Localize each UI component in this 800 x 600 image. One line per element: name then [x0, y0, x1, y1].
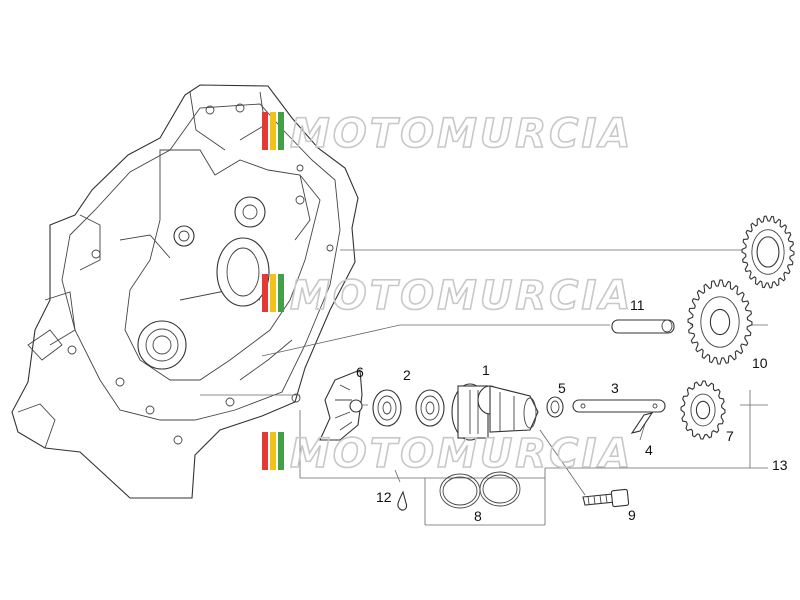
- callout-4: 4: [645, 442, 653, 458]
- dowel: [611, 319, 675, 334]
- callout-labels: 1 2 3 4 5 6 7 8 9 10 11 12 13: [356, 297, 788, 524]
- bolt: [582, 488, 630, 508]
- pump-body: [451, 383, 539, 441]
- splined-gear-top: [741, 215, 795, 289]
- watermark-logo-stripes: [262, 274, 284, 312]
- pump-shaft: [572, 399, 666, 413]
- washer: [546, 396, 564, 418]
- bearing-pair: [372, 389, 445, 427]
- callout-10: 10: [752, 355, 768, 371]
- watermark-1: MOTOMURCIA: [262, 110, 633, 158]
- gear-7: [680, 380, 726, 440]
- callout-3: 3: [611, 380, 619, 396]
- watermark-logo-stripes: [262, 112, 284, 150]
- watermark-text: MOTOMURCIA: [290, 111, 633, 157]
- leader-lines: [200, 249, 768, 526]
- pin: [630, 412, 654, 434]
- callout-8: 8: [474, 508, 482, 524]
- watermark-2: MOTOMURCIA: [262, 272, 633, 320]
- callout-9: 9: [628, 507, 636, 523]
- watermark-text: MOTOMURCIA: [290, 431, 633, 477]
- callout-2: 2: [403, 367, 411, 383]
- callout-11: 11: [630, 297, 645, 313]
- splined-gear-top-hub: [756, 236, 780, 268]
- gear-7-rim: [690, 393, 716, 427]
- gear-10: [687, 279, 753, 365]
- o-rings: [439, 471, 521, 509]
- gear-10-rim: [700, 296, 740, 348]
- callout-1: 1: [482, 362, 490, 378]
- callout-7: 7: [726, 428, 734, 444]
- callout-6: 6: [356, 364, 364, 380]
- watermark-text: MOTOMURCIA: [290, 273, 633, 319]
- watermark-logo-stripes: [262, 432, 284, 470]
- callout-12: 12: [376, 489, 392, 505]
- watermark-3: MOTOMURCIA: [262, 430, 633, 478]
- liquid-drop-icon: [397, 490, 408, 511]
- callout-5: 5: [558, 380, 566, 396]
- gear-7-hub: [695, 400, 711, 420]
- impeller: [319, 369, 363, 441]
- gear-10-hub: [709, 308, 731, 336]
- splined-gear-top-rim: [751, 229, 785, 275]
- callout-13: 13: [772, 457, 788, 473]
